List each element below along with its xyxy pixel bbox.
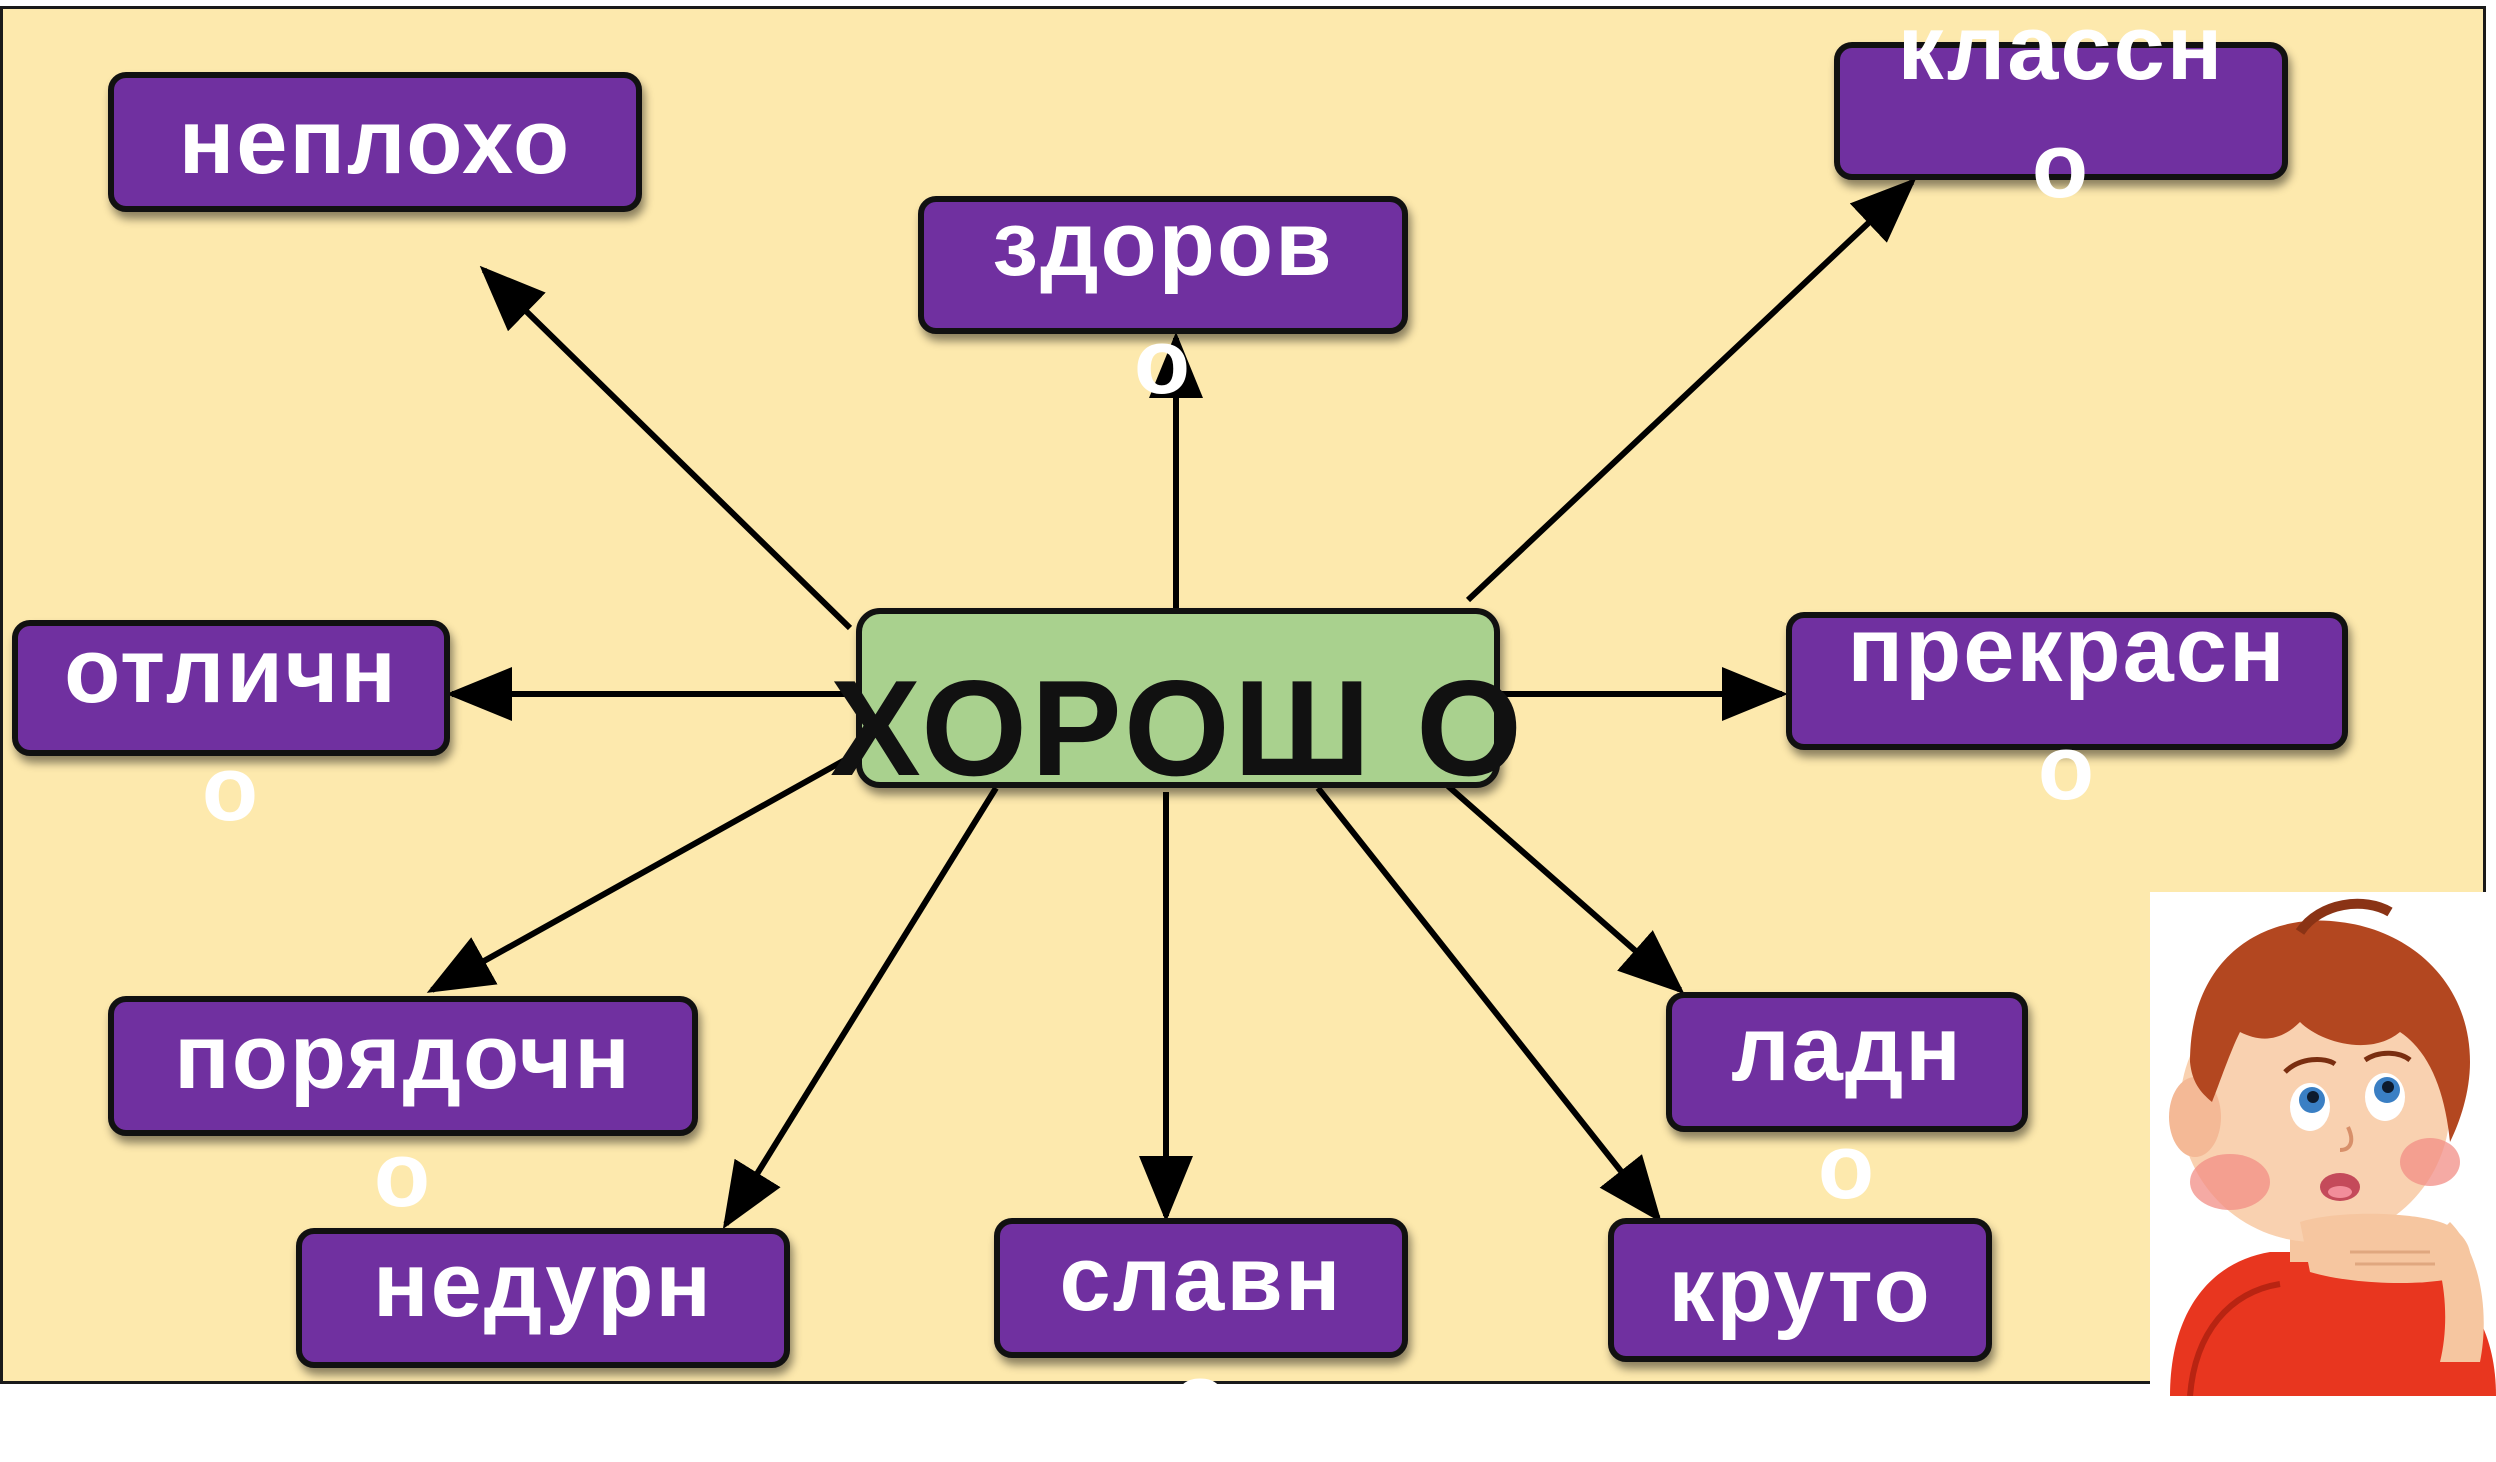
synonym-poryadochno: порядочн о [108, 996, 698, 1226]
thinking-boy-icon [2150, 892, 2496, 1397]
synonym-otlichno-line1: отличн [64, 620, 398, 722]
synonym-ladno-line2: о [1817, 1116, 1877, 1218]
arrows-layer [426, 177, 1917, 1230]
arrow-to-ladno [1446, 783, 1685, 994]
center-word-line1: ХОРОШ [830, 652, 1375, 804]
synonym-zdorovo-line1: здоров [992, 193, 1334, 295]
synonym-slavno-line2: о [1171, 1346, 1231, 1448]
synonym-neploho: неплохо [108, 72, 642, 212]
synonym-prekrasno: прекрасн о [1786, 599, 2348, 819]
synonym-klassno-line2: о [2031, 115, 2091, 217]
center-word-line2: О [1416, 652, 1526, 804]
synonym-kruto-text: круто [1668, 1239, 1932, 1341]
center-word-box: ХОРОШ О [830, 608, 1522, 804]
synonym-nedurno: недурн о [296, 1228, 790, 1454]
synonym-zdorovo-line2: о [1133, 311, 1193, 413]
synonym-klassno: классн о [1834, 0, 2288, 217]
synonym-neploho-text: неплохо [178, 91, 572, 193]
arrow-to-kruto [1315, 786, 1662, 1223]
synonym-poryadochno-line2: о [373, 1124, 433, 1226]
synonym-prekrasno-line2: о [2037, 717, 2097, 819]
synonym-zdorovo: здоров о [918, 193, 1408, 413]
synonym-nedurno-line2: о [513, 1352, 573, 1454]
synonym-ladno: ладн о [1666, 992, 2028, 1218]
synonym-ladno-line1: ладн [1731, 998, 1963, 1100]
synonym-otlichno: отличн о [12, 620, 450, 840]
synonym-slavno: славн о [994, 1218, 1408, 1448]
synonym-poryadochno-line1: порядочн [174, 1006, 632, 1108]
arrow-to-neploho [479, 265, 853, 631]
synonym-slavno-line1: славн [1059, 1228, 1343, 1330]
synonym-nedurno-line1: недурн [373, 1234, 713, 1336]
arrow-to-nedurno [722, 786, 999, 1230]
synonym-prekrasno-line1: прекрасн [1847, 599, 2287, 701]
synonym-kruto: круто [1608, 1218, 1992, 1362]
synonym-klassno-line1: классн [1897, 0, 2225, 99]
arrow-to-poryadochno [426, 753, 854, 993]
synonym-otlichno-line2: о [201, 738, 261, 840]
arrow-to-klassno [1465, 177, 1917, 603]
